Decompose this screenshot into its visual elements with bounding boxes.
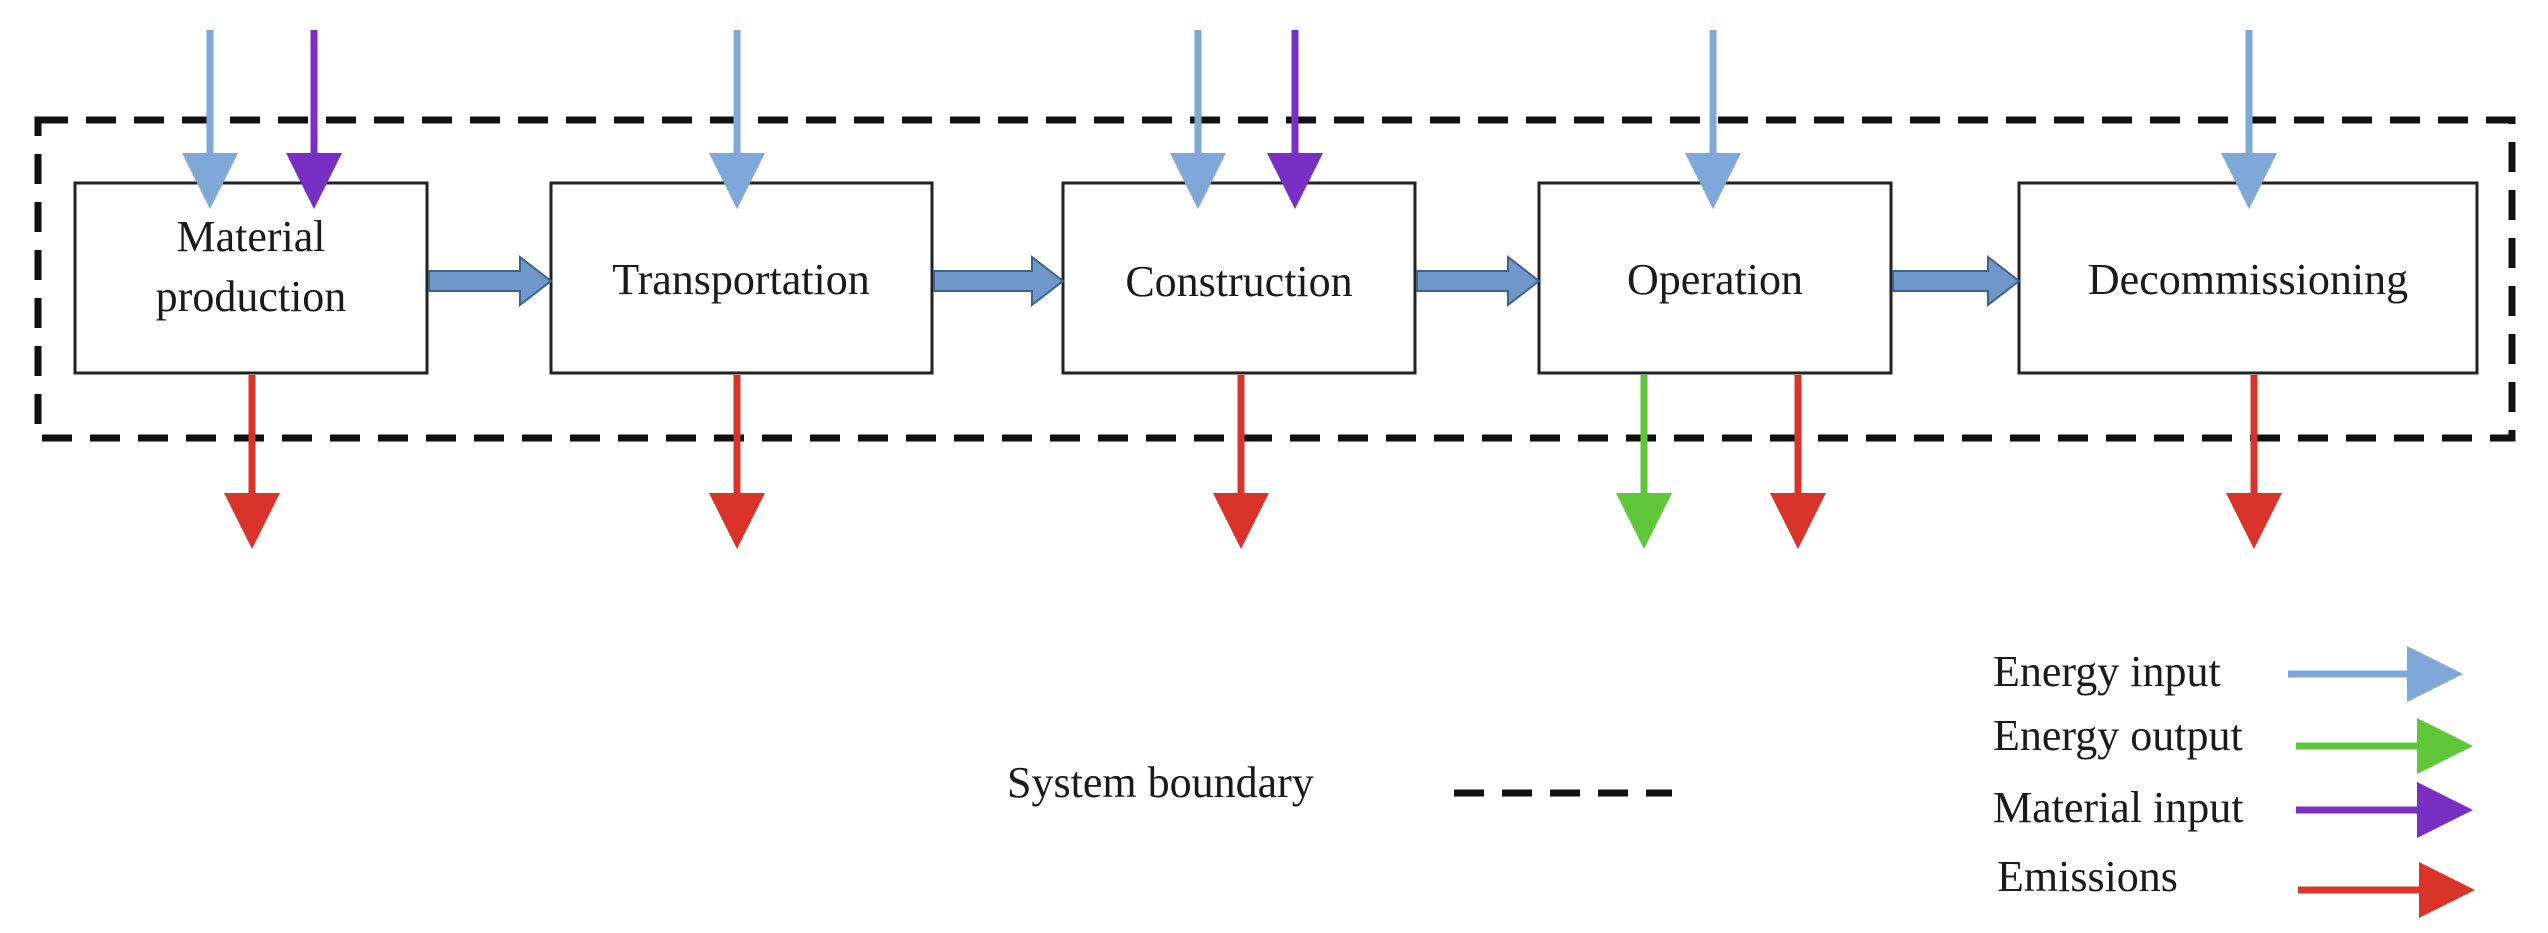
stage-label: Operation bbox=[1627, 255, 1803, 304]
stage-label: Construction bbox=[1125, 257, 1352, 306]
system-boundary-outline bbox=[34, 116, 2516, 442]
stage-box bbox=[549, 181, 934, 375]
flow-arrow-operation-to-decommissioning bbox=[1892, 254, 2021, 308]
flow-arrow-construction-to-operation bbox=[1416, 254, 1541, 308]
stage-box bbox=[1537, 181, 1893, 375]
legend-label-energy-output: Energy output bbox=[1993, 711, 2243, 760]
stage-transportation: Transportation bbox=[549, 181, 934, 375]
stage-construction: Construction bbox=[1061, 181, 1417, 375]
legend-label-energy-input: Energy input bbox=[1993, 647, 2221, 696]
stage-box bbox=[1061, 181, 1417, 375]
legend-label-emissions: Emissions bbox=[1997, 852, 2178, 901]
stage-label: Decommissioning bbox=[2088, 255, 2408, 304]
legend-label-material-input: Material input bbox=[1993, 783, 2244, 832]
flow-arrow-material-to-transport bbox=[428, 254, 553, 308]
stage-material-production: Material production bbox=[73, 181, 429, 375]
legend-item-system-boundary: System boundary bbox=[1007, 758, 1672, 807]
stage-label: Transportation bbox=[612, 255, 870, 304]
stage-decommissioning: Decommissioning bbox=[2017, 181, 2479, 375]
stage-label-line1: Material bbox=[176, 212, 325, 261]
legend-item-emissions: Emissions bbox=[1997, 852, 2475, 918]
stage-operation: Operation bbox=[1537, 181, 1893, 375]
stage-label-line2: production bbox=[156, 272, 347, 321]
legend-item-energy-input: Energy input bbox=[1993, 646, 2463, 702]
stage-box bbox=[2017, 181, 2479, 375]
legend-item-material-input: Material input bbox=[1993, 782, 2473, 838]
legend-item-energy-output: Energy output bbox=[1993, 711, 2473, 774]
legend: Energy input Energy output Material inpu… bbox=[1007, 646, 2475, 918]
legend-label-system-boundary: System boundary bbox=[1007, 758, 1314, 807]
stage-box bbox=[73, 181, 429, 375]
flow-arrow-transport-to-construction bbox=[933, 254, 1065, 308]
